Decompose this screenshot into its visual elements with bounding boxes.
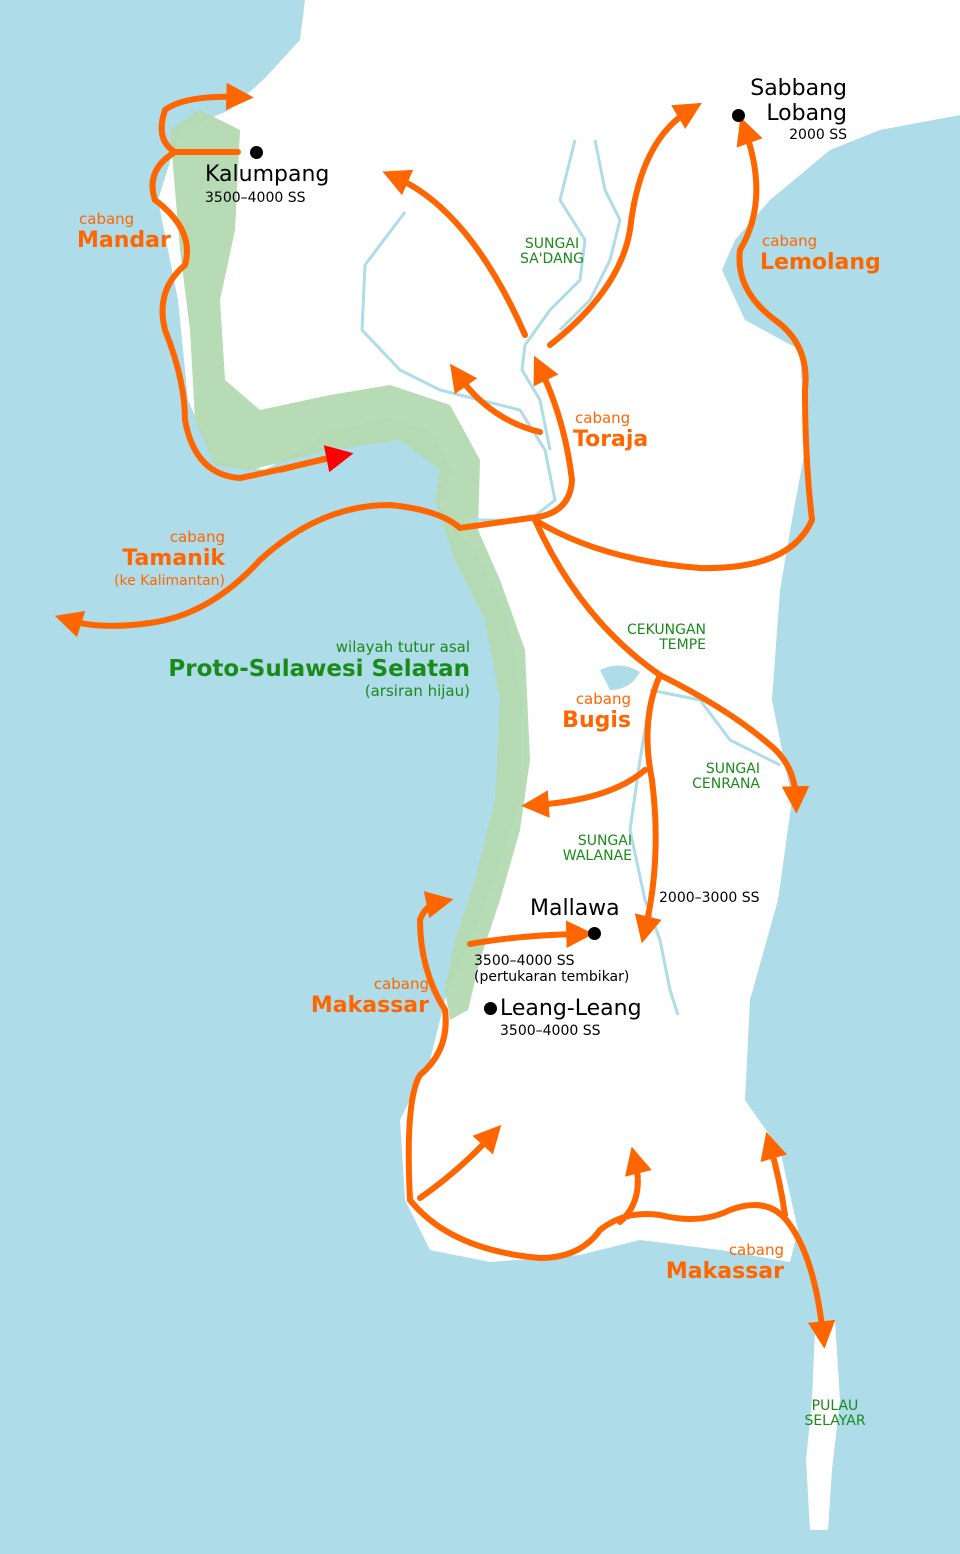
label-line: SUNGAI xyxy=(577,833,632,849)
branch-bugis-small: cabang xyxy=(575,690,631,708)
label-line: SUNGAI xyxy=(524,236,580,252)
branch-mandar-small: cabang xyxy=(79,210,135,228)
label-line: CENRANA xyxy=(692,775,760,792)
place-mallawa-date: 3500–4000 SS xyxy=(474,953,575,969)
place-mallawa: Mallawa xyxy=(530,896,620,921)
place-kalumpang-date: 3500–4000 SS xyxy=(205,190,306,206)
mallawa-marker xyxy=(588,927,601,940)
place-mallawa-note: (pertukaran tembikar) xyxy=(474,969,630,985)
route-toraja-main xyxy=(527,355,576,521)
branch-bugis: Bugis xyxy=(562,708,631,733)
label-line: WALANAE xyxy=(562,847,632,864)
label-line: TEMPE xyxy=(659,636,706,653)
route-tamanik xyxy=(54,501,533,638)
place-sabbang: Sabbang xyxy=(750,76,847,101)
route-mandar-north xyxy=(158,82,254,155)
branch-lemolang: Lemolang xyxy=(760,250,881,275)
branch-makassar-west-small: cabang xyxy=(373,975,429,993)
route-lemolang xyxy=(532,117,816,572)
tempe-lake xyxy=(600,665,640,690)
route-makassar-ne xyxy=(417,1124,502,1201)
place-kalumpang: Kalumpang xyxy=(205,162,330,187)
route-makassar-mid xyxy=(617,1146,652,1225)
route-mandar-highlight xyxy=(279,445,354,473)
branch-mandar: Mandar xyxy=(77,228,171,253)
route-bugis xyxy=(532,517,810,814)
label-line: SUNGAI xyxy=(705,761,760,777)
route-makassar-loop xyxy=(405,1007,836,1349)
route-date-label: 2000–3000 SS xyxy=(659,890,760,906)
route-makassar-east xyxy=(760,1131,788,1218)
place-lobang: Lobang xyxy=(766,101,847,126)
branch-toraja-small: cabang xyxy=(575,409,631,427)
route-toraja-nw xyxy=(382,169,528,338)
place-leang-leang: Leang-Leang xyxy=(500,996,642,1021)
migration-routes xyxy=(54,82,836,1349)
homeland-note: (arsiran hijau) xyxy=(364,682,470,700)
place-sabbang-date: 2000 SS xyxy=(789,127,847,143)
branch-toraja: Toraja xyxy=(573,427,649,452)
branch-lemolang-small: cabang xyxy=(762,232,818,250)
homeland-pre: wilayah tutur asal xyxy=(335,638,470,656)
place-leang-leang-date: 3500–4000 SS xyxy=(500,1023,601,1039)
leang-leang-marker xyxy=(484,1002,497,1015)
branch-makassar-west: Makassar xyxy=(310,993,429,1018)
selayar-island xyxy=(806,1320,840,1530)
route-mandar-south xyxy=(149,149,343,482)
route-makassar-west xyxy=(416,891,454,1013)
sulawesi-land xyxy=(158,0,960,1262)
branch-makassar-south-small: cabang xyxy=(728,1241,784,1259)
branch-tamanik-note: (ke Kalimantan) xyxy=(114,573,225,589)
branch-tamanik-small: cabang xyxy=(169,528,225,546)
branch-makassar-south: Makassar xyxy=(665,1259,784,1284)
homeland-name: Proto-Sulawesi Selatan xyxy=(168,656,470,682)
label-line: SELAYAR xyxy=(804,1412,866,1429)
label-line: CEKUNGAN xyxy=(626,622,706,638)
route-bugis-west xyxy=(521,767,648,818)
label-line: SA'DANG xyxy=(519,250,584,267)
proto-homeland-shading xyxy=(170,110,530,1020)
route-mallawa xyxy=(467,920,594,949)
sabbang-lobang-marker xyxy=(732,109,745,122)
route-toraja-ne xyxy=(547,102,702,348)
label-line: PULAU xyxy=(811,1398,859,1414)
kalumpang-marker xyxy=(250,146,263,159)
branch-tamanik: Tamanik xyxy=(122,546,225,571)
route-toraja-w xyxy=(449,363,543,435)
route-bugis-south xyxy=(634,672,663,944)
